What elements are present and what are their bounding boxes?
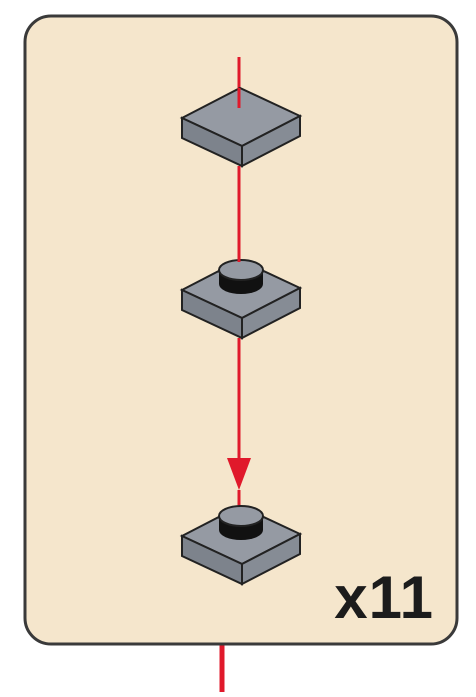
- tile-right-face: [241, 114, 301, 168]
- stud-top: [218, 259, 264, 281]
- arrow-head-icon: [227, 458, 251, 490]
- plate-1x1-icon: [179, 504, 303, 586]
- plate-right-face: [241, 286, 301, 340]
- tile-1x1-icon: [179, 86, 303, 168]
- plate-right-face: [241, 532, 301, 586]
- quantity-label: x11: [334, 564, 434, 631]
- stud-top: [218, 505, 264, 527]
- plate-1x1-icon: [179, 258, 303, 340]
